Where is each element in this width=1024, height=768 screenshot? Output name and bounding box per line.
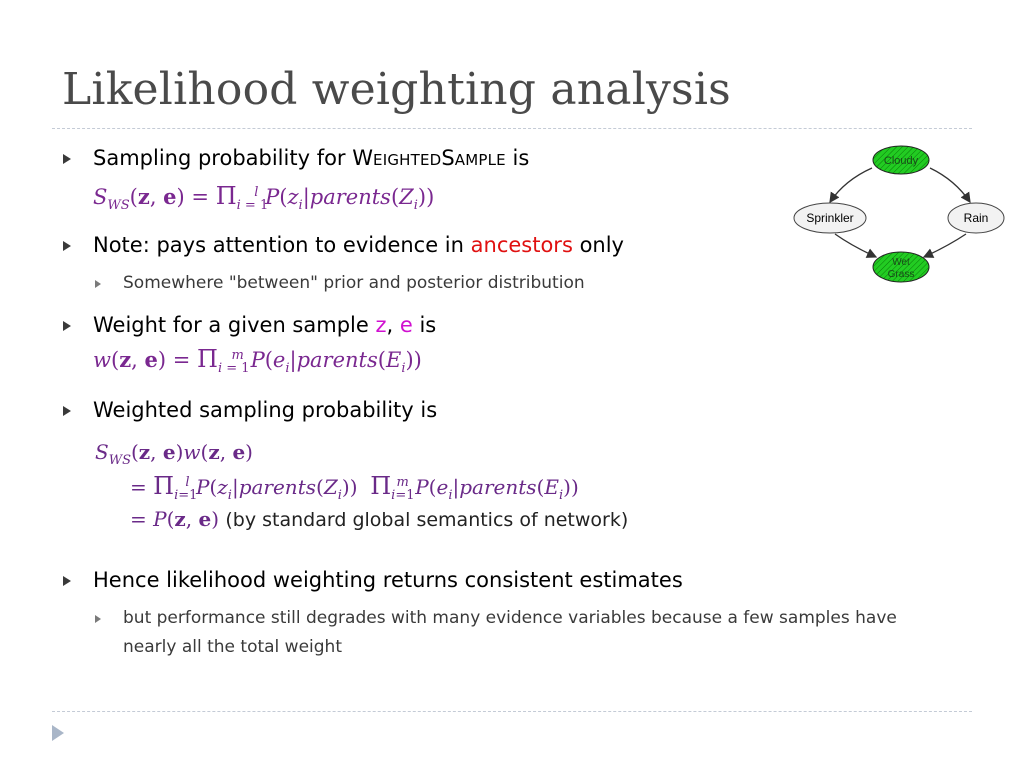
page-title: Likelihood weighting analysis — [62, 64, 731, 115]
bullet-arrow-icon — [63, 241, 71, 251]
bullet-sample-weight: Weight for a given sample z, e is — [93, 313, 437, 337]
sub-bullet-performance-degrades: but performance still degrades with many… — [123, 608, 897, 657]
title-divider — [52, 128, 972, 129]
bullet-evidence-ancestors: Note: pays attention to evidence in ance… — [93, 233, 624, 257]
bullet-arrow-icon — [63, 154, 71, 164]
node-sprinkler: Sprinkler — [793, 202, 867, 234]
bullet-consistent-estimates: Hence likelihood weighting returns consi… — [93, 568, 683, 592]
bullet-arrow-icon — [63, 321, 71, 331]
node-rain: Rain — [947, 202, 1005, 234]
svg-text:Sprinkler: Sprinkler — [806, 211, 853, 225]
sprinkler-network-diagram: Cloudy Sprinkler Rain Wet Grass — [793, 145, 1005, 283]
network-edges — [829, 167, 971, 258]
svg-text:Wet: Wet — [892, 257, 910, 268]
footer-divider — [52, 711, 972, 712]
node-cloudy: Cloudy — [872, 145, 930, 175]
ancestors-highlight: ancestors — [470, 233, 573, 257]
svg-text:Rain: Rain — [964, 211, 989, 225]
edge-rain-wetgrass — [922, 233, 967, 258]
formula-weighted-line2: = Πi=1l P(zi|parents(Zi)) Πi=1m P(ei|par… — [130, 472, 579, 503]
svg-text:Grass: Grass — [888, 269, 915, 280]
svg-text:Cloudy: Cloudy — [884, 155, 919, 167]
formula-sws: SWS(z, e) = Πi = 1l P(zi|parents(Zi)) — [93, 182, 435, 214]
edge-cloudy-sprinkler — [829, 167, 873, 204]
semantics-note: (by standard global semantics of network… — [225, 509, 629, 531]
formula-weighted-line1: SWS(z, e)w(z, e) — [95, 440, 253, 468]
bullet-arrow-icon — [63, 406, 71, 416]
bullet-sampling-probability: Sampling probability for WEIGHTEDSAMPLE … — [93, 146, 530, 170]
sub-bullet-arrow-icon — [95, 280, 101, 288]
formula-weight: w(z, e) = Πi = 1m P(ei|parents(Ei)) — [93, 345, 422, 377]
edge-cloudy-rain — [929, 167, 971, 204]
next-slide-arrow-icon — [52, 725, 64, 741]
bullet-weighted-sampling: Weighted sampling probability is — [93, 398, 438, 422]
sub-bullet-arrow-icon — [95, 615, 101, 623]
edge-sprinkler-wetgrass — [834, 233, 878, 258]
sub-bullet-between-distributions: Somewhere "between" prior and posterior … — [123, 273, 585, 293]
bullet-arrow-icon — [63, 576, 71, 586]
formula-weighted-line3: = P(z, e) (by standard global semantics … — [130, 507, 629, 531]
node-wet-grass: Wet Grass — [872, 251, 930, 283]
